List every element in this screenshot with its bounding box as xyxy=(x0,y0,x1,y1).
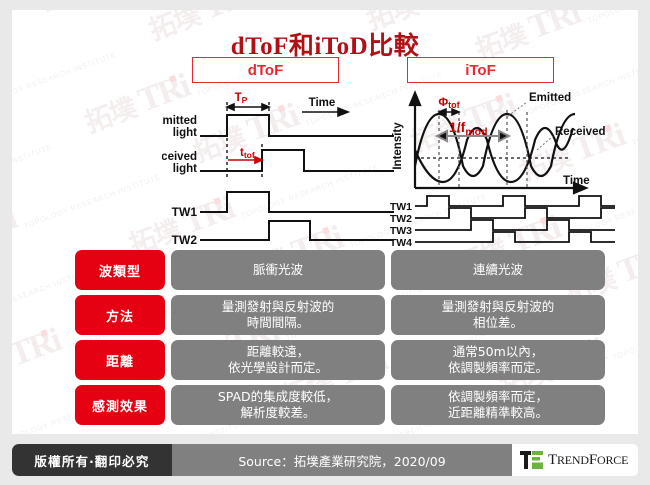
row-label: 方法 xyxy=(75,295,165,335)
watermark-tri-text: TRi xyxy=(415,10,476,18)
label-received-curve: Received xyxy=(555,126,606,138)
cell-dtof: 距離較遠，依光學設計而定。 xyxy=(171,340,385,380)
itof-waveform-svg: Φtof 1/fmod Emitted Received Time Intens… xyxy=(390,90,615,249)
table-row: 感測效果 SPAD的集成度較低，解析度較差。 依調製頻率而定，近距離精準較高。 xyxy=(75,385,605,425)
label-tw3-itof: TW3 xyxy=(390,225,412,237)
label-tw1-itof: TW1 xyxy=(390,201,412,213)
brand-logo: TRENDFORCE xyxy=(512,444,638,476)
footer-bar: 版權所有‧翻印必究 Source：拓墣產業研究院，2020/09 TRENDFO… xyxy=(12,444,638,476)
watermark-subtitle: TOPOLOGY RESEARCH INSTITUTE xyxy=(610,304,638,362)
brand-name: TRENDFORCE xyxy=(548,451,629,468)
cell-itof: 連續光波 xyxy=(391,250,605,290)
watermark-cn-text: 拓墣 xyxy=(80,92,141,140)
diagram-dtof: TP ttof Time Emitted light Received ligh… xyxy=(146,88,397,248)
label-tw2-itof: TW2 xyxy=(390,213,412,225)
cell-dtof: SPAD的集成度較低，解析度較差。 xyxy=(171,385,385,425)
cell-itof: 量測發射與反射波的相位差。 xyxy=(391,295,605,335)
mode-header-itof: iToF xyxy=(407,57,554,83)
label-intensity-axis: Intensity xyxy=(392,122,404,170)
svg-text:light: light xyxy=(173,163,197,175)
cell-itof: 依調製頻率而定，近距離精準較高。 xyxy=(391,385,605,425)
comparison-table: 波類型 脈衝光波 連續光波 方法 量測發射與反射波的時間間隔。 量測發射與反射波… xyxy=(75,250,605,430)
label-ttof: ttof xyxy=(240,147,255,160)
row-label: 距離 xyxy=(75,340,165,380)
dtof-waveform-svg: TP ttof Time Emitted light Received ligh… xyxy=(146,92,394,247)
label-time-axis-dtof: Time xyxy=(309,97,336,109)
diagram-itof: Φtof 1/fmod Emitted Received Time Intens… xyxy=(387,88,632,249)
table-row: 方法 量測發射與反射波的時間間隔。 量測發射與反射波的相位差。 xyxy=(75,295,605,335)
cell-itof: 通常50m以內，依調製頻率而定。 xyxy=(391,340,605,380)
watermark-dot xyxy=(39,329,48,338)
watermark-subtitle: TOPOLOGY RESEARCH INSTITUTE xyxy=(12,142,54,201)
label-tw4-itof: TW4 xyxy=(390,237,412,248)
row-label: 感測效果 xyxy=(75,385,165,425)
watermark-subtitle: TOPOLOGY RESEARCH INSTITUTE xyxy=(22,172,162,231)
label-pulse-width: TP xyxy=(235,92,248,105)
cell-dtof: 脈衝光波 xyxy=(171,250,385,290)
cell-dtof: 量測發射與反射波的時間間隔。 xyxy=(171,295,385,335)
table-row: 距離 距離較遠，依光學設計而定。 通常50m以內，依調製頻率而定。 xyxy=(75,340,605,380)
label-time-axis-itof: Time xyxy=(563,175,590,187)
row-label: 波類型 xyxy=(75,250,165,290)
source-banner: Source：拓墣產業研究院，2020/09 xyxy=(172,444,527,476)
watermark-tri-text: TRi xyxy=(12,321,65,374)
label-phi-tof: Φtof xyxy=(438,95,460,110)
watermark-dot xyxy=(168,75,177,83)
mode-header-dtof: dToF xyxy=(192,57,339,83)
trendforce-mark-icon xyxy=(520,451,543,469)
label-emitted-curve: Emitted xyxy=(529,92,571,104)
label-tw2-dtof: TW2 xyxy=(172,233,198,247)
label-tw1-dtof: TW1 xyxy=(172,205,198,219)
watermark-cn-text: 拓墣 xyxy=(34,10,96,18)
table-row: 波類型 脈衝光波 連續光波 xyxy=(75,250,605,290)
svg-text:light: light xyxy=(173,127,197,139)
label-emitted: Emitted xyxy=(162,115,197,127)
copyright-banner: 版權所有‧翻印必究 xyxy=(12,444,186,476)
label-received: Received xyxy=(162,151,197,163)
watermark-tri-text: TRi xyxy=(12,199,21,252)
page-title: dToF和iToD比較 xyxy=(230,33,420,60)
